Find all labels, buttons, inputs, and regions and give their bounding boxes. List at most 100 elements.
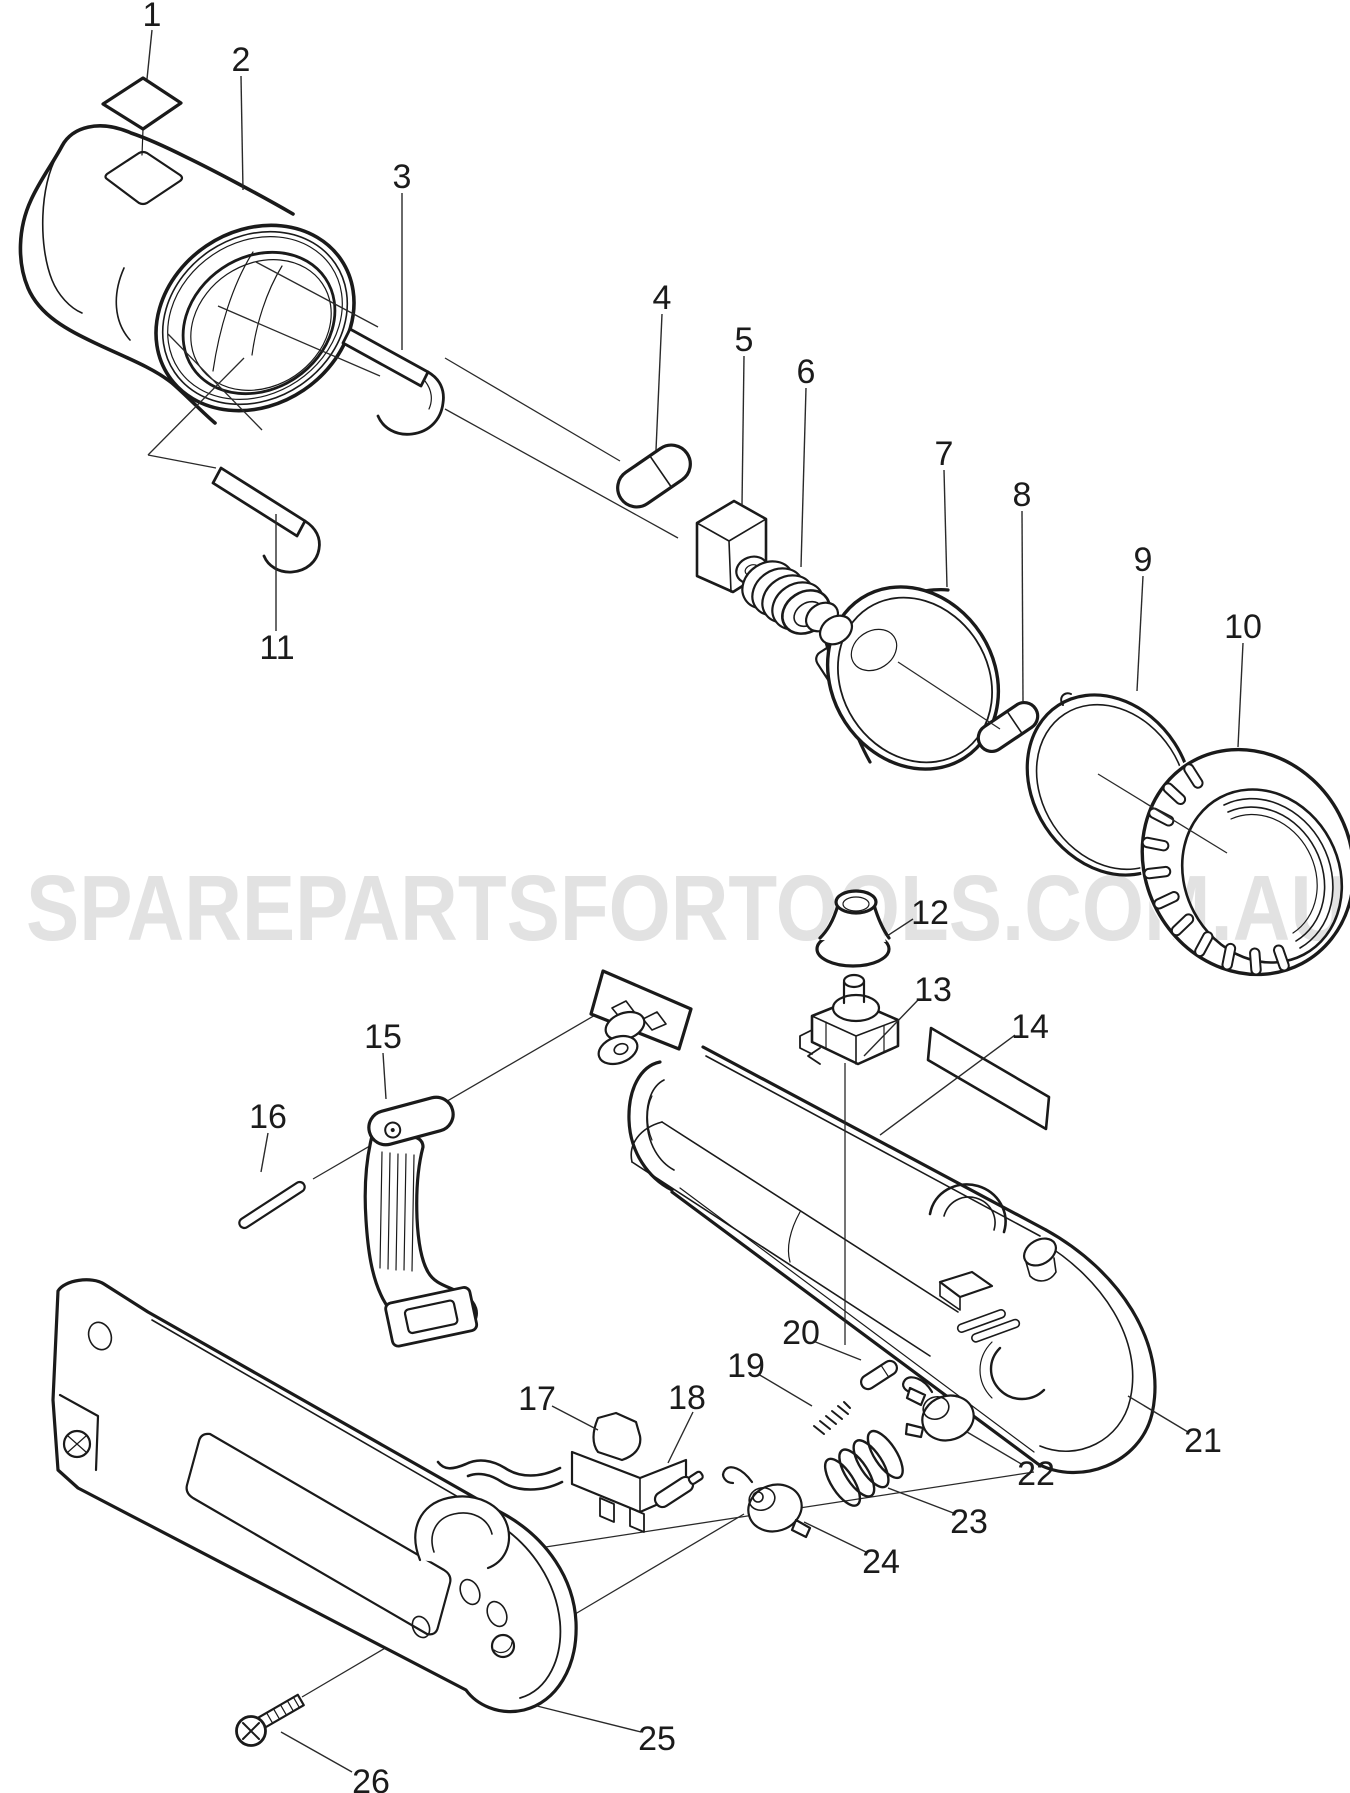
part-4-capsule — [616, 443, 692, 509]
leader-line-9 — [1136, 575, 1144, 692]
leader-line-17 — [551, 1405, 599, 1431]
part-label-5: 5 — [735, 321, 754, 359]
leader-line-24 — [803, 1521, 869, 1554]
part-label-7: 7 — [935, 435, 954, 473]
leader-line-16 — [260, 1132, 269, 1173]
bezel-rib — [1221, 942, 1237, 971]
part-label-24: 24 — [862, 1543, 900, 1581]
part-12-switch-cap — [815, 889, 891, 968]
leader-line-12 — [886, 918, 914, 937]
leader-line-22 — [966, 1431, 1024, 1466]
part-label-15: 15 — [364, 1018, 402, 1056]
leader-line-6 — [800, 387, 807, 568]
assembly-line — [312, 988, 641, 1180]
leader-line-14 — [879, 1034, 1016, 1136]
bezel-rib — [1183, 763, 1204, 789]
part-label-2: 2 — [232, 41, 251, 79]
watermark-text: SPAREPARTSFORTOOLS.COM.AU — [26, 856, 1348, 960]
part-16-pin — [238, 1180, 306, 1230]
part-3-terminal-strip — [341, 327, 445, 436]
bezel-rib — [1272, 944, 1290, 972]
leader-line-25 — [536, 1705, 642, 1733]
leader-line-18 — [667, 1411, 694, 1464]
assembly-line — [897, 661, 1001, 730]
part-label-21: 21 — [1184, 1422, 1222, 1460]
part-22-contact-holder — [902, 1376, 975, 1442]
assembly-lines-over — [147, 261, 1228, 1345]
part-25-lower-housing — [51, 1278, 578, 1714]
part-label-26: 26 — [352, 1763, 390, 1793]
part-label-18: 18 — [668, 1379, 706, 1417]
assembly-line — [1097, 773, 1228, 854]
leader-line-10 — [1237, 642, 1244, 748]
part-label-3: 3 — [393, 158, 412, 196]
leader-line-13 — [863, 998, 920, 1057]
part-15-hanger-hook — [363, 1095, 479, 1348]
part-20-small-pin — [859, 1359, 899, 1391]
part-label-8: 8 — [1013, 476, 1032, 514]
part-18-stepped-pin — [653, 1470, 704, 1509]
leader-line-26 — [280, 1731, 353, 1773]
part-26-screw — [235, 1693, 305, 1747]
part-19-small-spring — [813, 1401, 851, 1435]
part-24-contact-holder — [722, 1466, 812, 1539]
leader-line-20 — [812, 1340, 862, 1361]
bezel-rib — [1143, 865, 1172, 880]
assembly-line — [167, 333, 263, 431]
part-label-6: 6 — [797, 353, 816, 391]
leader-line-5 — [741, 355, 745, 506]
part-label-19: 19 — [727, 1347, 765, 1385]
assembly-line — [147, 454, 217, 469]
part-label-16: 16 — [249, 1098, 287, 1136]
leader-line-21 — [1127, 1395, 1189, 1433]
assembly-line — [217, 305, 381, 377]
bezel-rib — [1162, 782, 1187, 806]
leader-line-2 — [240, 75, 244, 191]
part-7-reflector — [804, 585, 1001, 771]
part-13-switch — [799, 973, 900, 1066]
assembly-line — [564, 1513, 745, 1621]
part-21-upper-housing — [589, 969, 1157, 1474]
leader-line-23 — [887, 1487, 957, 1515]
bezel-rib — [1153, 891, 1180, 910]
contact-cradle — [414, 1495, 511, 1570]
part-label-23: 23 — [950, 1503, 988, 1541]
leader-line-8 — [1021, 510, 1024, 702]
bezel-ring-ribs — [1141, 763, 1290, 976]
part-label-14: 14 — [1011, 1008, 1049, 1046]
assembly-line — [444, 357, 621, 462]
leader-line-15 — [382, 1052, 387, 1100]
part-8-bulb — [976, 700, 1040, 754]
part-1-sticker — [101, 76, 183, 131]
bezel-rib — [1194, 931, 1214, 958]
part-label-22: 22 — [1017, 1455, 1055, 1493]
bezel-rib — [1170, 913, 1195, 937]
part-label-13: 13 — [914, 971, 952, 1009]
assembly-line — [255, 261, 379, 328]
hanger-bracket — [589, 969, 693, 1051]
assembly-line — [444, 408, 679, 539]
part-2-head-housing — [18, 124, 356, 425]
part-label-12: 12 — [911, 894, 949, 932]
leader-line-19 — [757, 1373, 813, 1407]
part-11-terminal-strip — [211, 466, 321, 574]
bezel-rib — [1141, 836, 1170, 852]
part-10-bezel-ring — [1139, 746, 1350, 978]
part-label-1: 1 — [143, 0, 162, 34]
bezel-rib — [1249, 947, 1262, 976]
leader-line-1 — [146, 29, 153, 80]
part-label-4: 4 — [653, 279, 672, 317]
bezel-rib — [1148, 807, 1175, 827]
assembly-line — [147, 357, 245, 456]
part-23-coil-spring — [823, 1429, 904, 1507]
leader-line-7 — [943, 469, 948, 588]
part-14-label-plate — [926, 1026, 1051, 1131]
part-label-17: 17 — [518, 1380, 556, 1418]
part-label-10: 10 — [1224, 608, 1262, 646]
leader-line-4 — [655, 313, 663, 451]
part-label-25: 25 — [638, 1720, 676, 1758]
part-label-11: 11 — [259, 629, 294, 667]
part-label-20: 20 — [782, 1314, 820, 1352]
